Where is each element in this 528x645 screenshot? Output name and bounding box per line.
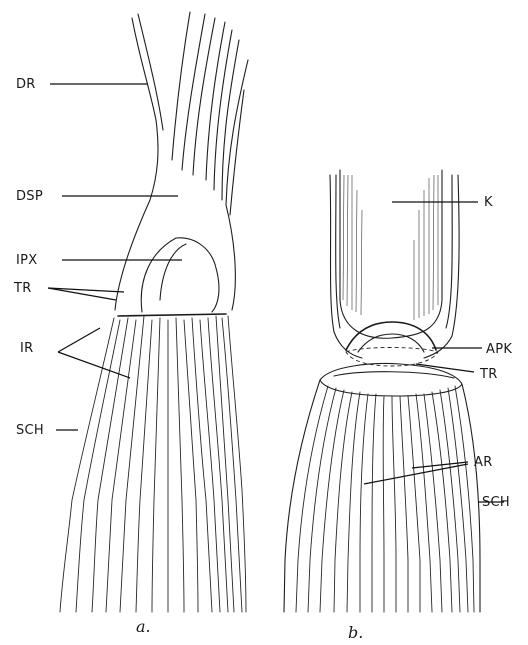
label-ipx: IPX [16, 253, 37, 268]
figure-a: DR DSP IPX TR IR SCH a. [13, 12, 248, 636]
label-ir: IR [20, 341, 33, 356]
k-body [340, 170, 442, 338]
k-stipple-left [343, 175, 362, 315]
label-dr: DR [16, 77, 36, 92]
apk-arch [346, 322, 436, 350]
dorsal-root-strands [132, 12, 248, 215]
caption-a: a. [136, 617, 151, 636]
k-stipple-right [414, 175, 438, 320]
tr-inner-line [334, 372, 454, 378]
ipx-inner-line [160, 244, 186, 300]
label-sch-a: SCH [16, 423, 44, 438]
transition-ellipse-b [320, 364, 462, 396]
ipx-body [141, 238, 219, 312]
leaders-a [48, 84, 182, 430]
label-apk: APK [486, 342, 512, 357]
label-dsp: DSP [16, 189, 43, 204]
transition-line-a [118, 314, 226, 316]
label-ar: AR [474, 455, 493, 470]
caption-b: b. [348, 623, 363, 642]
label-tr-a: TR [13, 281, 32, 296]
apk-inner [358, 334, 424, 352]
label-k: K [484, 195, 493, 210]
dsp-outline [115, 200, 235, 310]
root-fibers-a [60, 316, 246, 612]
label-sch-b: SCH [482, 495, 510, 510]
root-fibers-b [284, 380, 480, 612]
figure-b: K APK TR AR SCH b. [284, 170, 512, 642]
label-tr-b: TR [479, 367, 498, 382]
